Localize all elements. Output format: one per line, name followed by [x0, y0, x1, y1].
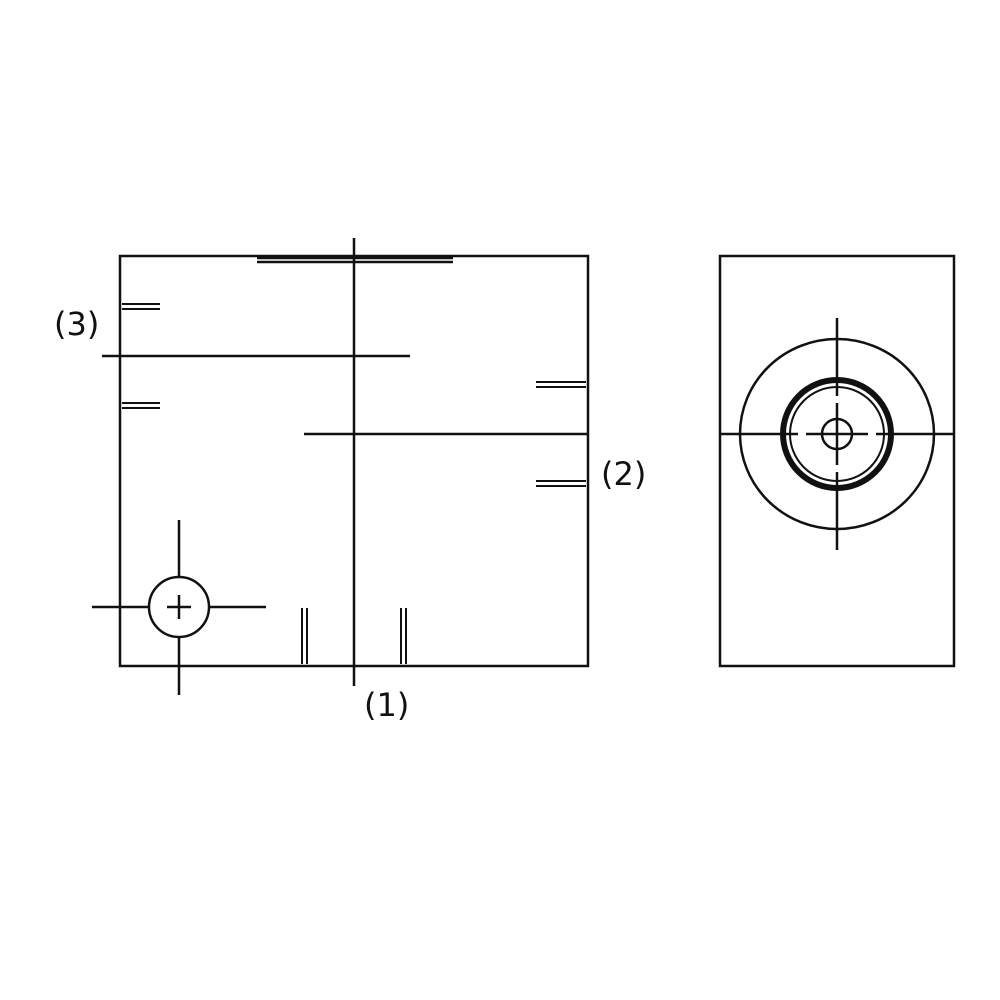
port-1-label: (1)	[364, 686, 409, 724]
side-view-outline	[718, 254, 956, 668]
port-2-label: (2)	[601, 455, 646, 493]
front-view	[92, 238, 590, 695]
port-3-label: (3)	[54, 305, 99, 343]
side-view	[718, 254, 956, 668]
